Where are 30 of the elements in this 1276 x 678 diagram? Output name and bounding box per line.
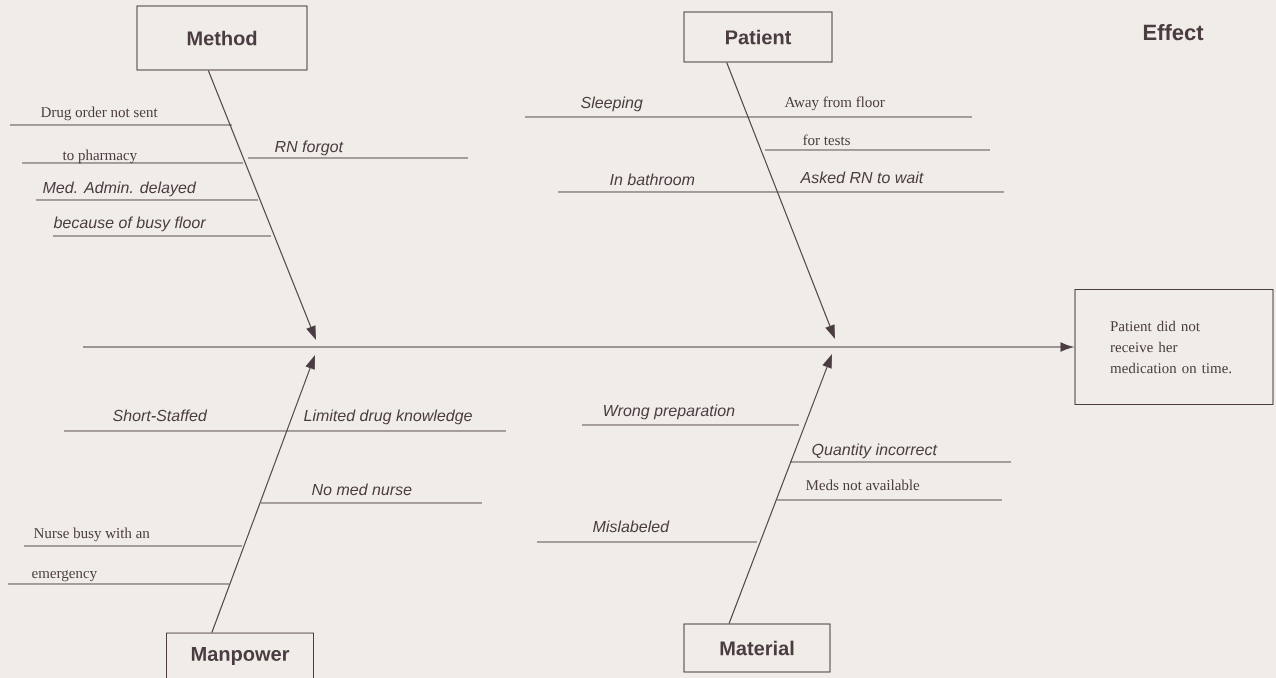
cause-label: for tests: [803, 134, 850, 146]
cause-label: because of busy floor: [53, 216, 207, 232]
cause-label: Limited drug knowledge: [304, 409, 472, 425]
cause-label: Med. Admin. delayed: [43, 181, 197, 197]
effect-box: Patient did not receive her medication on time.: [1074, 289, 1274, 405]
cause-label: Short-Staffed: [113, 409, 208, 422]
category-box: Manpower: [166, 632, 314, 678]
arrow: [728, 354, 832, 625]
category-box: Method: [136, 5, 308, 71]
cause-label: Quantity incorrect: [812, 443, 938, 459]
effect-heading: Effect: [1143, 24, 1204, 41]
cause-label: Asked RN to wait: [799, 171, 924, 184]
cause-label: to pharmacy: [62, 149, 138, 164]
category-box: Patient: [683, 11, 833, 63]
cause-label: Away from floor: [784, 96, 885, 111]
cause-label: Wrong preparation: [603, 404, 735, 420]
spine-arrow: [82, 342, 1073, 352]
cause-label: Drug order not sent: [41, 106, 158, 121]
cause-label: Nurse busy with an: [34, 527, 150, 542]
arrow: [726, 61, 835, 339]
cause-label: emergency: [32, 570, 97, 582]
cause-label: In bathroom: [610, 173, 695, 186]
cause-label: Sleeping: [581, 96, 643, 112]
cause-label: No med nurse: [312, 483, 412, 496]
category-box: Material: [683, 623, 831, 673]
arrow: [211, 355, 315, 634]
cause-label: RN forgot: [275, 140, 344, 156]
cause-label: Meds not available: [806, 479, 920, 491]
arrow: [207, 69, 316, 340]
cause-label: Mislabeled: [593, 520, 670, 533]
